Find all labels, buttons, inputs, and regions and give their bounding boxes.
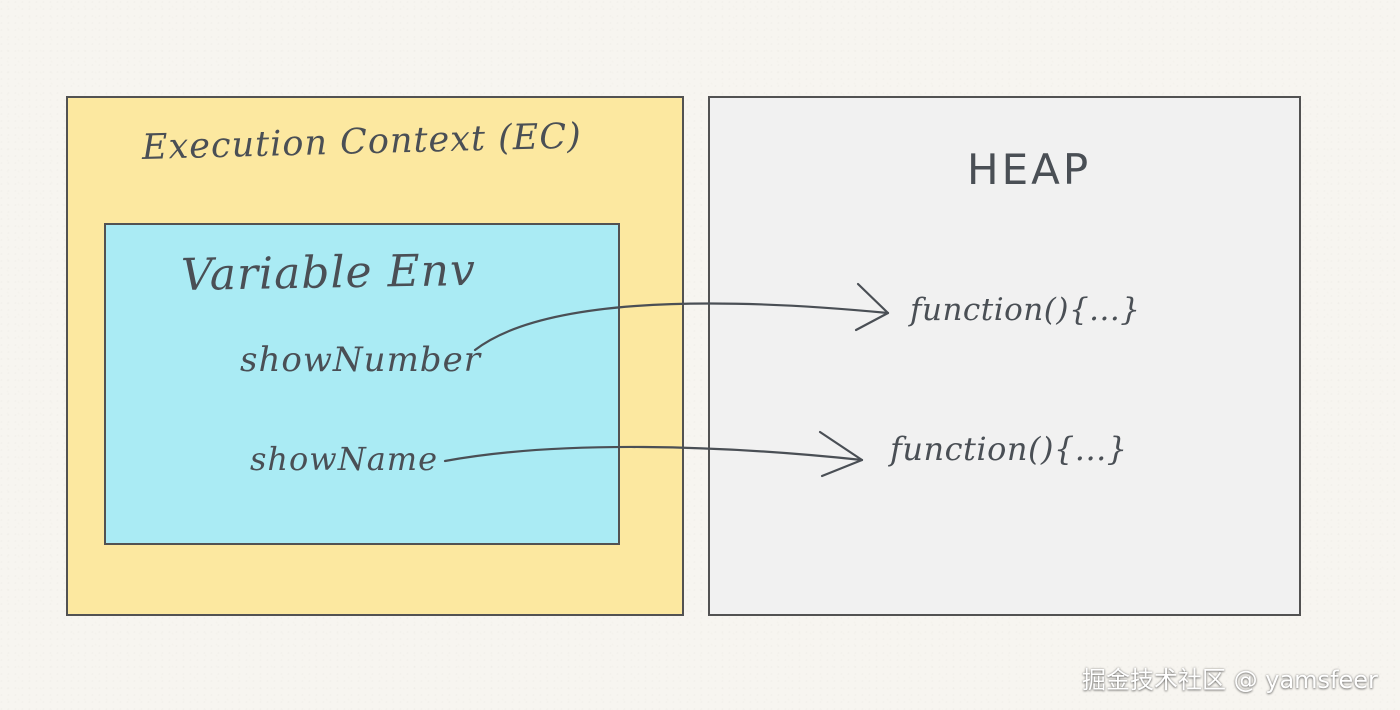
watermark-text: 掘金技术社区 @ yamsfeer [1082, 666, 1378, 694]
variable-env-title: Variable Env [180, 244, 477, 301]
variable-env-box [104, 223, 620, 545]
heap-title: HEAP [967, 145, 1092, 194]
variable-show-number: showNumber [240, 340, 481, 380]
heap-function-entry-2: function(){...} [890, 430, 1128, 468]
heap-box [708, 96, 1301, 616]
variable-show-name: showName [250, 440, 439, 478]
heap-function-entry-1: function(){...} [910, 292, 1141, 328]
